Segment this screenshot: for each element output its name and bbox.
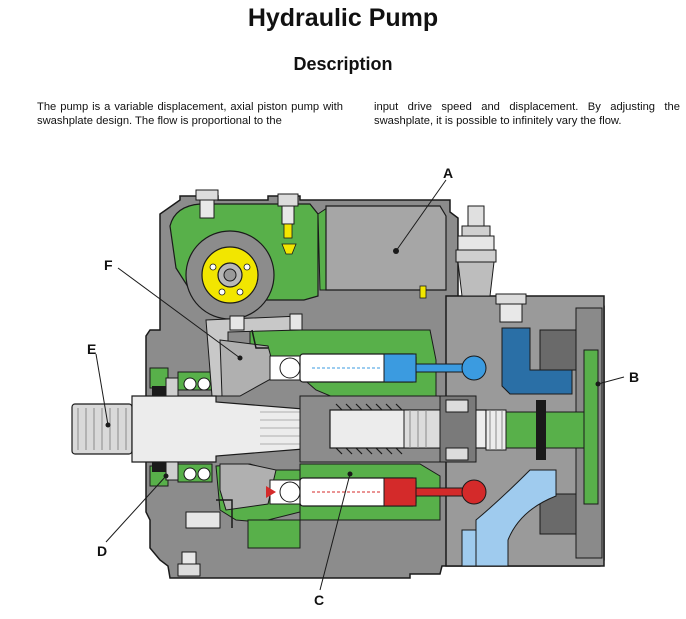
housing-bolts bbox=[177, 189, 527, 577]
leader-d bbox=[105, 475, 167, 543]
description-left-column: The pump is a variable displacement, axi… bbox=[37, 101, 343, 127]
callout-a: A bbox=[443, 165, 453, 181]
piston-pressure bbox=[266, 477, 487, 507]
section-heading: Description bbox=[293, 54, 393, 74]
charge-pump-gear bbox=[185, 230, 275, 320]
callout-leaders bbox=[95, 179, 625, 591]
input-drive-shaft bbox=[71, 395, 331, 463]
callout-d: D bbox=[97, 543, 107, 559]
end-cover-internals bbox=[461, 327, 577, 567]
callout-c: C bbox=[314, 592, 324, 608]
pump-cutaway-diagram: A B C D E F bbox=[71, 165, 639, 608]
displacement-control-valve bbox=[325, 205, 447, 299]
cylinder-block bbox=[299, 395, 487, 463]
swashplate bbox=[185, 313, 303, 529]
callout-dots bbox=[105, 248, 601, 479]
callout-e: E bbox=[87, 341, 96, 357]
piston-suction bbox=[269, 353, 487, 383]
callout-f: F bbox=[104, 257, 113, 273]
sensor-connector bbox=[455, 205, 497, 297]
center-spring bbox=[335, 403, 403, 455]
leader-a bbox=[395, 179, 447, 252]
page-title: Hydraulic Pump bbox=[247, 4, 439, 32]
description-right-column: input drive speed and displacement. By a… bbox=[374, 101, 680, 127]
leader-e bbox=[95, 353, 109, 426]
callout-b: B bbox=[629, 369, 639, 385]
leader-b bbox=[597, 376, 625, 385]
leader-f bbox=[117, 267, 241, 359]
shaft-bearing bbox=[152, 377, 211, 481]
leader-c bbox=[319, 473, 351, 591]
